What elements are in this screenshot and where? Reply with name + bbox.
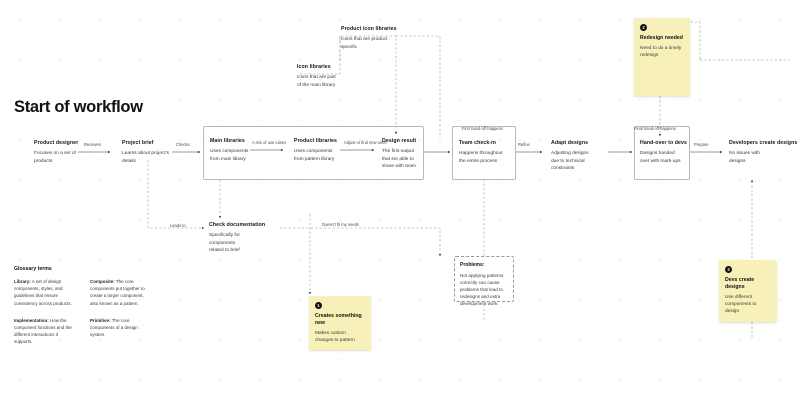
- node-desc: Icons that are part of the main library: [297, 75, 336, 88]
- node-title: Check documentation: [209, 222, 266, 228]
- edge-label-doesnt-fit-my-needs: Doesn't fit my needs: [322, 222, 359, 227]
- team-checkin-group-box: [452, 126, 516, 180]
- sticky-title: Redesign needed: [640, 35, 683, 41]
- problems-title: Problems:: [460, 262, 485, 268]
- edge-label-receives: Receives: [84, 142, 101, 147]
- node-title: Design result: [382, 138, 417, 144]
- glossary-item: Composite: The core components put toget…: [90, 278, 152, 307]
- sticky-redesign-needed[interactable]: 2 Redesign needed Need to do a timely re…: [634, 18, 690, 96]
- node-title: Adapt designs: [551, 140, 589, 146]
- sticky-badge: 1: [315, 302, 322, 309]
- node-desc: The first output that sre able to share …: [382, 149, 416, 170]
- glossary-term: Composite:: [90, 279, 115, 284]
- node-icon-libraries[interactable]: Icon libraries Icons that are part of th…: [297, 64, 339, 89]
- glossary-item: Implementation: How the component functi…: [14, 317, 76, 346]
- node-title: Project brief: [122, 140, 154, 146]
- page-title: Start of workflow: [14, 98, 143, 116]
- node-desc: Uses components from main library: [210, 149, 249, 162]
- edge-label-first-hand-off-happens: First hand-off happens: [462, 126, 503, 131]
- problems-box[interactable]: Problems: Not applying patterns correctl…: [454, 256, 514, 306]
- node-hand-over-to-devs[interactable]: Hand-over to devs Designs handed over wi…: [640, 140, 687, 165]
- glossary-term: Primitive:: [90, 317, 111, 323]
- node-product-designer[interactable]: Product designer Focuses on a set of pro…: [34, 140, 86, 165]
- node-title: Main libraries: [210, 138, 245, 144]
- node-check-documentation[interactable]: Check documentation Specifically for com…: [209, 222, 265, 255]
- glossary-definition: How the component functions and the diff…: [14, 317, 72, 345]
- glossary-panel: Glossary terms Library: A set of design …: [14, 266, 164, 346]
- node-desc: Learns about project's details: [122, 151, 170, 164]
- edge-label-refine: Refine: [518, 142, 530, 147]
- node-design-result[interactable]: Design result The first output that sre …: [382, 138, 422, 171]
- node-adapt-designs[interactable]: Adapt designs Adjusting designs due to t…: [551, 140, 593, 173]
- node-project-brief[interactable]: Project brief Learns about project's det…: [122, 140, 174, 165]
- node-product-icon-libraries[interactable]: Product icon libraries Icons that are pr…: [341, 26, 397, 51]
- node-title: Icon libraries: [297, 64, 331, 70]
- node-desc: No issues with designs: [729, 151, 760, 164]
- node-title: Product icon libraries: [341, 26, 397, 32]
- node-desc: Focuses on a set of products: [34, 151, 76, 164]
- node-team-check-in[interactable]: Team check-in Happens throughout the ent…: [459, 140, 505, 165]
- sticky-badge: 2: [640, 24, 647, 31]
- sticky-desc: Use different components to design: [725, 295, 757, 315]
- edge-label-final-hand-off-happens: Final hand-off happens: [634, 126, 676, 131]
- handover-group-box: [634, 126, 690, 180]
- node-desc: Designs handed over with mark-ups: [640, 151, 681, 164]
- node-desc: Happens throughout the entire process: [459, 151, 503, 164]
- node-desc: Specifically for components related to b…: [209, 233, 240, 254]
- sticky-creates-something-new[interactable]: 1 Creates something new Makes custom cha…: [309, 296, 371, 350]
- glossary-heading: Glossary terms: [14, 266, 52, 272]
- sticky-devs-create-designs[interactable]: 3 Devs create designs Use different comp…: [719, 260, 777, 322]
- node-title: Team check-in: [459, 140, 497, 146]
- node-title: Hand-over to devs: [640, 140, 688, 146]
- node-desc: Uses components from pattern library: [294, 149, 335, 162]
- sticky-badge: 3: [725, 266, 732, 273]
- node-desc: Adjusting designs due to technical const…: [551, 151, 589, 172]
- edge-label-a-mix-of-use-cases: A mix of use cases: [252, 140, 287, 145]
- node-title: Developers create designs: [729, 140, 798, 146]
- node-main-libraries[interactable]: Main libraries Uses components from main…: [210, 138, 250, 163]
- edge-label-checks: Checks: [176, 142, 190, 147]
- edge-label-prepare: Prepare: [694, 142, 709, 147]
- node-title: Product designer: [34, 140, 79, 146]
- node-developers-create-designs[interactable]: Developers create designs No issues with…: [729, 140, 797, 165]
- node-desc: Icons that are product specific: [341, 37, 388, 50]
- glossary-item: Primitive: The core components of a desi…: [90, 317, 152, 346]
- glossary-term: Implementation:: [14, 317, 49, 323]
- problems-desc: Not applying patterns correctly can caus…: [460, 272, 504, 306]
- node-title: Product libraries: [294, 138, 337, 144]
- sticky-title: Creates something new: [315, 313, 362, 327]
- glossary-definition: The core components put together to crea…: [90, 279, 145, 306]
- edge-label-adjust-or-find-new-ones: Adjust or find new ones: [344, 140, 387, 145]
- sticky-desc: Need to do a timely redesign: [640, 45, 682, 58]
- node-product-libraries[interactable]: Product libraries Uses components from p…: [294, 138, 337, 163]
- glossary-item: Library: A set of design components, sty…: [14, 278, 76, 307]
- sticky-desc: Makes custom changes to pattern: [315, 331, 355, 344]
- glossary-definition: A set of design components, styles, and …: [14, 279, 72, 306]
- glossary-definition: The core components of a design system.: [90, 317, 138, 338]
- sticky-title: Devs create designs: [725, 277, 755, 291]
- edge-label-leads-to: Leads to: [170, 223, 186, 228]
- glossary-term: Library:: [14, 279, 31, 284]
- workflow-group-box: [203, 126, 424, 180]
